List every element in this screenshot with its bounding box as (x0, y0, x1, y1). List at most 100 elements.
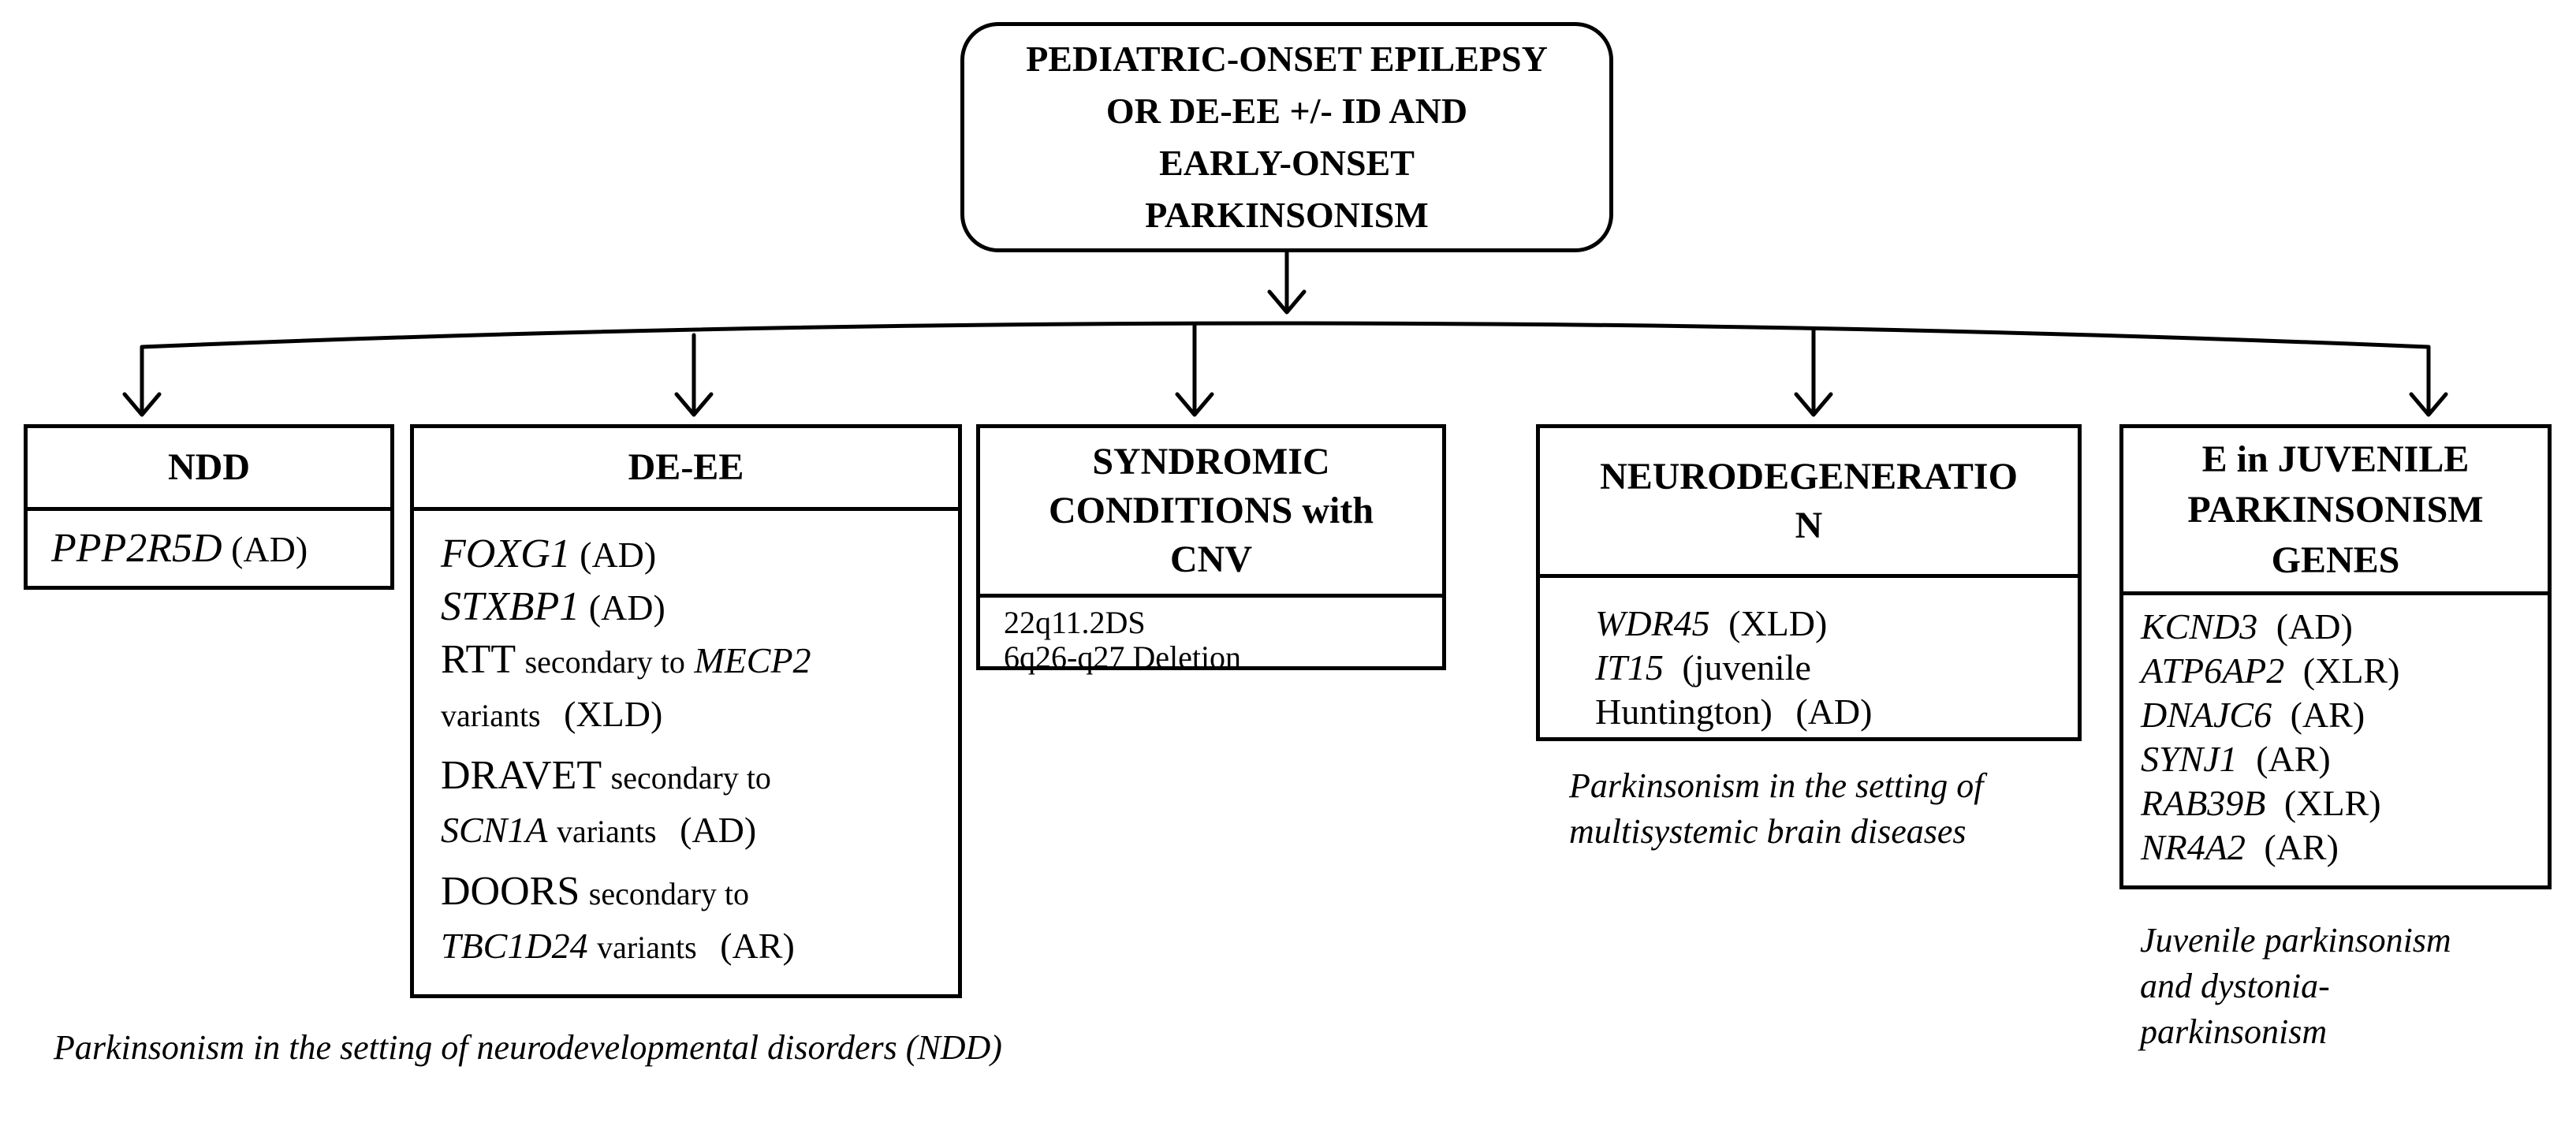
juvenile-header-line-1: E in JUVENILE (2201, 438, 2470, 480)
arrowhead-root (1267, 289, 1307, 315)
doors-variants: variants (597, 930, 697, 965)
gene-wdr45: WDR45 (1595, 603, 1710, 643)
deee-rtt-cont-line: variants (XLD) (441, 688, 958, 742)
gene-ppp2r5d: PPP2R5D (51, 526, 222, 571)
horizontal-connector (140, 321, 2431, 349)
deee-foxg1-line: FOXG1 (AD) (441, 528, 958, 581)
ndd-inheritance: (AD) (231, 529, 308, 569)
dravet-inheritance: (AD) (680, 810, 757, 850)
nr4a2-inheritance: (AR) (2264, 827, 2339, 867)
juvenile-gene-2: ATP6AP2 (XLR) (2141, 649, 2548, 693)
syndromic-item-1: 22q11.2DS (1004, 605, 1146, 640)
wdr45-inheritance: (XLD) (1728, 603, 1828, 643)
juvenile-gene-3: DNAJC6 (AR) (2141, 693, 2548, 737)
neuro-it15-cont-line: Huntington) (AD) (1595, 690, 2078, 734)
rtt-text: secondary to (524, 644, 685, 680)
arrowhead-deee (674, 392, 714, 417)
gene-it15: IT15 (1595, 647, 1664, 688)
stxbp1-inheritance: (AD) (588, 587, 665, 628)
arrowhead-syndromic (1175, 392, 1214, 417)
juvenile-gene-1: KCND3 (AD) (2141, 605, 2548, 649)
neuro-body: WDR45 (XLD) IT15 (juvenile Huntington) (… (1540, 578, 2078, 737)
arrowhead-ndd (122, 392, 162, 417)
deee-box: DE-EE FOXG1 (AD) STXBP1 (AD) RTT seconda… (410, 424, 962, 998)
deee-header: DE-EE (414, 428, 958, 511)
neuro-header-line-2: N (1795, 504, 1823, 546)
syndromic-header-line-2: CONDITIONS with (1048, 490, 1374, 531)
dravet-text: secondary to (610, 760, 771, 796)
gene-mecp2: MECP2 (694, 640, 811, 680)
juvenile-gene-5: RAB39B (XLR) (2141, 781, 2548, 826)
neuro-it15-line: IT15 (juvenile (1595, 646, 2078, 690)
neuro-header: NEURODEGENERATIO N (1540, 428, 2078, 578)
caption-ndd: Parkinsonism in the setting of neurodeve… (54, 1028, 1002, 1067)
caption-juvenile-line-1: Juvenile parkinsonism (2140, 921, 2451, 960)
syndromic-header-line-3: CNV (1169, 539, 1252, 580)
kcnd3-inheritance: (AD) (2276, 606, 2353, 647)
neuro-header-line-1: NEURODEGENERATIO (1600, 455, 2018, 498)
root-line-4: PARKINSONISM (1145, 195, 1429, 235)
gene-foxg1: FOXG1 (441, 531, 571, 576)
deee-doors-cont-line: TBC1D24 variants (AR) (441, 920, 958, 974)
neuro-wdr45-line: WDR45 (XLD) (1595, 602, 2078, 646)
caption-juvenile-line-3: parkinsonism (2140, 1012, 2328, 1051)
caption-juvenile-line-2: and dystonia- (2140, 967, 2330, 1005)
deee-dravet-line: DRAVET secondary to (441, 750, 958, 804)
juvenile-header-line-2: PARKINSONISM (2187, 488, 2484, 531)
deee-rtt-line: RTT secondary to MECP2 (441, 634, 958, 688)
rab39b-inheritance: (XLR) (2283, 783, 2381, 823)
atp6ap2-inheritance: (XLR) (2302, 650, 2400, 691)
ndd-header: NDD (28, 428, 390, 511)
juvenile-box: E in JUVENILE PARKINSONISM GENES KCND3 (… (2119, 424, 2552, 889)
gene-tbc1d24: TBC1D24 (441, 926, 588, 966)
deee-doors-line: DOORS secondary to (441, 866, 958, 920)
ndd-body: PPP2R5D (AD) (28, 511, 390, 586)
rtt-inheritance: (XLD) (564, 694, 663, 734)
gene-synj1: SYNJ1 (2141, 739, 2238, 779)
it15-text: (juvenile (1682, 647, 1811, 688)
syndromic-header: SYNDROMIC CONDITIONS with CNV (980, 428, 1442, 598)
syndromic-box: SYNDROMIC CONDITIONS with CNV 22q11.2DS … (976, 424, 1446, 675)
deee-stxbp1-line: STXBP1 (AD) (441, 581, 958, 634)
doors-inheritance: (AR) (720, 926, 795, 966)
deee-body: FOXG1 (AD) STXBP1 (AD) RTT secondary to … (414, 511, 958, 994)
syndromic-header-line-1: SYNDROMIC (1092, 441, 1330, 483)
root-line-2: OR DE-EE +/- ID AND (1105, 91, 1468, 131)
doors-name: DOORS (441, 869, 580, 914)
deee-dravet-cont-line: SCN1A variants (AD) (441, 804, 958, 858)
dravet-name: DRAVET (441, 753, 602, 798)
root-line-3: EARLY-ONSET (1159, 143, 1415, 183)
caption-juvenile: Juvenile parkinsonism and dystonia- park… (2140, 918, 2451, 1055)
it15-huntington: Huntington) (1595, 691, 1773, 732)
caption-neuro-line-2: multisystemic brain diseases (1569, 812, 1966, 851)
juvenile-gene-4: SYNJ1 (AR) (2141, 737, 2548, 781)
ndd-box: NDD PPP2R5D (AD) (24, 424, 394, 590)
gene-rab39b: RAB39B (2141, 783, 2266, 823)
gene-dnajc6: DNAJC6 (2141, 695, 2272, 735)
dravet-variants: variants (556, 814, 657, 849)
juvenile-header: E in JUVENILE PARKINSONISM GENES (2123, 428, 2548, 595)
syndromic-item-2: 6q26-q27 Deletion (1004, 639, 1242, 675)
rtt-name: RTT (441, 637, 516, 682)
gene-nr4a2: NR4A2 (2141, 827, 2246, 867)
syndromic-body: 22q11.2DS 6q26-q27 Deletion (980, 598, 1442, 675)
caption-neurodegeneration: Parkinsonism in the setting of multisyst… (1569, 763, 1984, 855)
dnajc6-inheritance: (AR) (2290, 695, 2365, 735)
root-node: PEDIATRIC-ONSET EPILEPSY OR DE-EE +/- ID… (960, 22, 1613, 252)
arrowhead-juvenile (2409, 392, 2448, 417)
caption-neuro-line-1: Parkinsonism in the setting of (1569, 766, 1984, 805)
gene-stxbp1: STXBP1 (441, 584, 580, 629)
neurodegeneration-box: NEURODEGENERATIO N WDR45 (XLD) IT15 (juv… (1536, 424, 2082, 741)
arrowhead-neuro (1794, 392, 1833, 417)
doors-text: secondary to (588, 876, 750, 911)
foxg1-inheritance: (AD) (580, 535, 657, 575)
it15-inheritance: (AD) (1795, 691, 1873, 732)
rtt-variants: variants (441, 698, 541, 733)
synj1-inheritance: (AR) (2256, 739, 2331, 779)
gene-scn1a: SCN1A (441, 810, 548, 850)
root-line-1: PEDIATRIC-ONSET EPILEPSY (1026, 39, 1548, 79)
gene-kcnd3: KCND3 (2141, 606, 2258, 647)
gene-atp6ap2: ATP6AP2 (2141, 650, 2285, 691)
juvenile-header-line-3: GENES (2271, 539, 2400, 581)
